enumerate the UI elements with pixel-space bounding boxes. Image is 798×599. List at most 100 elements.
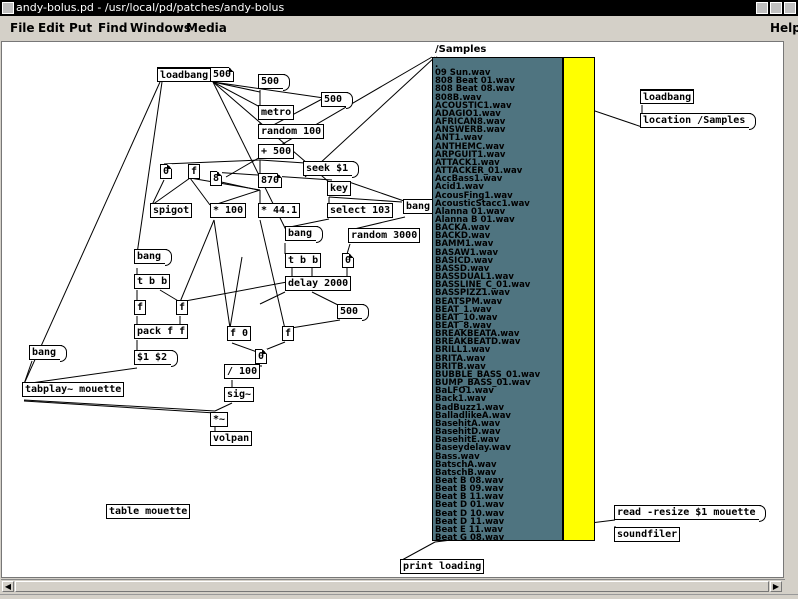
file-list-item[interactable]: BadBuzz1.wav xyxy=(435,402,504,413)
number-box[interactable]: 0 xyxy=(342,253,355,268)
message-box[interactable]: $1 $2 xyxy=(134,350,179,367)
file-list-item[interactable]: BRITA.wav xyxy=(435,353,486,364)
menu-media[interactable]: Media xyxy=(186,21,227,35)
number-box[interactable]: 8 xyxy=(210,171,223,186)
file-list-item[interactable]: BEATSPM.wav xyxy=(435,296,503,307)
float-object[interactable]: f xyxy=(282,326,295,341)
random-object[interactable]: random 100 xyxy=(258,124,325,139)
file-list-item[interactable]: BREAKBEATA.wav xyxy=(435,329,520,340)
file-list-item[interactable]: AFRICAN8.wav xyxy=(435,117,506,128)
file-list-item[interactable]: AcousticStacc1.wav xyxy=(435,198,530,209)
menu-windows[interactable]: Windows xyxy=(130,21,191,35)
metro-object[interactable]: metro xyxy=(258,105,295,120)
file-list-item[interactable]: Beat E 11.wav xyxy=(435,524,503,535)
number-box[interactable]: 0 xyxy=(160,164,173,179)
bang-message[interactable]: bang xyxy=(134,249,173,266)
close-button[interactable] xyxy=(784,2,796,14)
file-list-item[interactable]: AccBass1.wav xyxy=(435,174,503,185)
file-list-item[interactable]: BASSPIZZ1.wav xyxy=(435,288,510,299)
file-list-item[interactable]: BASICD.wav xyxy=(435,255,493,266)
bang-message[interactable]: bang xyxy=(285,226,324,243)
volpan-object[interactable]: volpan xyxy=(210,431,253,446)
read-message[interactable]: read -resize $1 mouette xyxy=(614,505,767,522)
file-list-item[interactable]: Beat D 11.wav xyxy=(435,516,505,527)
file-list-item[interactable]: ARPGUIT1.wav xyxy=(435,149,506,160)
file-list-item[interactable]: BEAT_8.wav xyxy=(435,321,492,331)
add-object[interactable]: + 500 xyxy=(258,144,295,159)
print-object[interactable]: print loading xyxy=(400,559,485,574)
file-list-item[interactable]: BACKA.wav xyxy=(435,223,490,234)
file-list-item[interactable]: Acid1.wav xyxy=(435,182,484,193)
file-list-item[interactable]: 808 Beat 01.wav xyxy=(435,76,515,87)
file-list-item[interactable]: BasehitD.wav xyxy=(435,427,501,438)
table-object[interactable]: table mouette xyxy=(106,504,191,519)
float-object[interactable]: f xyxy=(134,300,147,315)
select-object[interactable]: select 103 xyxy=(327,203,394,218)
file-list-item[interactable]: ATTACKER_01.wav xyxy=(435,166,523,177)
menu-edit[interactable]: Edit xyxy=(38,21,65,35)
file-list-item[interactable]: BRITB.wav xyxy=(435,361,486,372)
file-list-item[interactable]: BasehitE.wav xyxy=(435,435,500,446)
horizontal-scrollbar[interactable]: ◀ ▶ xyxy=(1,579,785,593)
file-list-item[interactable]: ATTACK1.wav xyxy=(435,157,500,168)
bang-message[interactable]: bang xyxy=(29,345,68,362)
slider-bar[interactable] xyxy=(563,57,595,541)
delay-object[interactable]: delay 2000 xyxy=(285,276,352,291)
soundfiler-object[interactable]: soundfiler xyxy=(614,527,681,542)
multiply-object[interactable]: * 100 xyxy=(210,203,247,218)
file-list-item[interactable]: ANSWERB.wav xyxy=(435,125,506,136)
file-list-item[interactable]: BREAKBEATD.wav xyxy=(435,337,521,348)
message-box[interactable]: 500 xyxy=(337,304,370,321)
file-list-item[interactable]: Beat B 09.wav xyxy=(435,484,504,495)
file-list-item[interactable]: BAMM1.wav xyxy=(435,239,494,250)
file-list-item[interactable]: Bass.wav xyxy=(435,451,480,462)
file-list-item[interactable]: ACOUSTIC1.wav xyxy=(435,100,512,111)
tabplay-object[interactable]: tabplay~ mouette xyxy=(22,382,125,397)
float-object[interactable]: f xyxy=(188,164,201,179)
divide-object[interactable]: / 100 xyxy=(224,364,261,379)
arrow-right-icon[interactable]: ▶ xyxy=(770,581,782,592)
file-list-item[interactable]: BalladlikeA.wav xyxy=(435,410,511,421)
message-box[interactable]: seek $1 xyxy=(303,161,360,178)
menu-file[interactable]: File xyxy=(10,21,35,35)
number-box[interactable]: 500 xyxy=(210,67,235,82)
float-object[interactable]: f xyxy=(176,300,189,315)
file-list-item[interactable]: ANTHEMC.wav xyxy=(435,141,505,152)
file-list-item[interactable]: BASAW1.wav xyxy=(435,247,499,258)
message-box[interactable]: 500 xyxy=(321,92,354,109)
menu-find[interactable]: Find xyxy=(98,21,128,35)
trigger-object[interactable]: t b b xyxy=(285,253,322,268)
file-list-item[interactable]: BEAT_1.wav xyxy=(435,304,492,315)
scroll-thumb[interactable] xyxy=(15,581,769,592)
menu-put[interactable]: Put xyxy=(69,21,93,35)
patch-canvas[interactable]: loadbang 500 500 metro 500 random 100 + … xyxy=(1,41,784,578)
file-list-item[interactable]: Baseydelay.wav xyxy=(435,443,511,454)
file-list-item[interactable]: Beat B 08.wav xyxy=(435,475,504,486)
random-object[interactable]: random 3000 xyxy=(348,228,421,243)
multiply-signal-object[interactable]: *~ xyxy=(210,412,229,427)
maximize-button[interactable] xyxy=(770,2,782,14)
file-list-item[interactable]: BatschA.wav xyxy=(435,459,497,470)
file-list-item[interactable]: AcousFing1.wav xyxy=(435,190,513,201)
file-list-item[interactable]: Alanna B 01.wav xyxy=(435,214,515,225)
file-list-item[interactable]: BatschB.wav xyxy=(435,467,497,478)
file-list-item[interactable]: ANT1.wav xyxy=(435,133,483,144)
file-list-item[interactable]: BASSLINE_C_01.wav xyxy=(435,280,531,291)
file-list-item[interactable]: Beat D 01.wav xyxy=(435,500,505,511)
multiply-object[interactable]: * 44.1 xyxy=(258,203,301,218)
arrow-left-icon[interactable]: ◀ xyxy=(2,581,14,592)
location-message[interactable]: location /Samples xyxy=(640,113,757,130)
minimize-button[interactable] xyxy=(756,2,768,14)
file-list-item[interactable]: BRILL1.wav xyxy=(435,345,491,356)
file-list-item[interactable]: Back1.wav xyxy=(435,394,487,405)
spigot-object[interactable]: spigot xyxy=(150,203,193,218)
file-list-item[interactable]: Beat D 10.wav xyxy=(435,508,505,519)
file-list-item[interactable]: 808B.wav xyxy=(435,92,482,103)
file-list-item[interactable]: ADAGIO1.wav xyxy=(435,108,501,119)
file-list-item[interactable]: BASSDUAL1.wav xyxy=(435,272,514,283)
file-list-item[interactable]: 808 Beat 08.wav xyxy=(435,84,515,95)
message-box[interactable]: 500 xyxy=(258,74,291,91)
file-list-item[interactable]: 09 Sun.wav xyxy=(435,68,491,79)
loadbang-object[interactable]: loadbang xyxy=(157,67,212,82)
pd-window-icon[interactable] xyxy=(2,2,14,14)
